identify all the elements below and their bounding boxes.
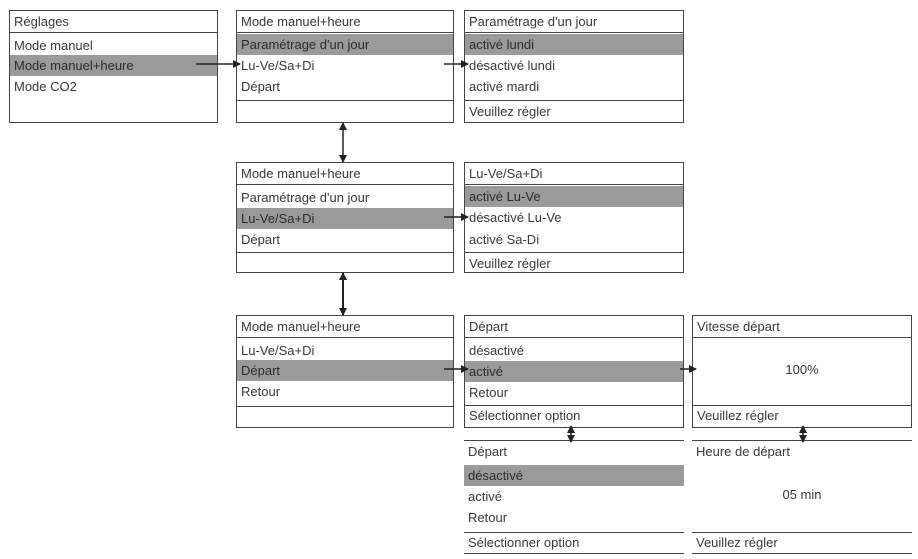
menu-item-week-setup[interactable]: Lu-Ve/Sa+Di xyxy=(237,208,453,229)
time-menu-title: Heure de départ xyxy=(692,440,912,462)
time-menu-footer: Veuillez régler xyxy=(696,535,778,550)
depart-menu-1-divider xyxy=(465,405,683,406)
depart-menu-1-footer: Sélectionner option xyxy=(469,408,581,423)
manual-time-menu-1: Mode manuel+heure Paramétrage d'un jour … xyxy=(236,10,454,123)
menu-item-return[interactable]: Retour xyxy=(241,384,281,399)
day-setup-menu-footer: Veuillez régler xyxy=(469,104,551,119)
menu-item-depart[interactable]: Départ xyxy=(241,79,281,94)
manual-time-menu-3: Mode manuel+heure Lu-Ve/Sa+Di Départ Ret… xyxy=(236,315,454,428)
menu-item-day-setup[interactable]: Paramétrage d'un jour xyxy=(237,34,453,55)
menu-item-manual-mode[interactable]: Mode manuel xyxy=(14,38,93,53)
time-value[interactable]: 05 min xyxy=(782,487,822,502)
menu-item-inactive-monday[interactable]: désactivé lundi xyxy=(469,58,555,73)
manual-time-menu-1-title: Mode manuel+heure xyxy=(237,11,453,33)
menu-item-depart-inactive[interactable]: désactivé xyxy=(469,343,524,358)
speed-menu: Vitesse départ 100% Veuillez régler xyxy=(692,315,912,428)
menu-item-week-setup[interactable]: Lu-Ve/Sa+Di xyxy=(241,58,315,73)
time-menu-divider xyxy=(692,532,912,533)
menu-item-depart[interactable]: Départ xyxy=(237,360,453,381)
menu-item-return[interactable]: Retour xyxy=(469,385,509,400)
time-menu: Heure de départ 05 min Veuillez régler xyxy=(692,440,912,554)
manual-time-menu-3-title: Mode manuel+heure xyxy=(237,316,453,338)
settings-menu-title: Réglages xyxy=(10,11,217,33)
speed-menu-divider xyxy=(693,405,911,406)
depart-menu-2-bottom-border xyxy=(464,553,684,554)
menu-item-co2-mode[interactable]: Mode CO2 xyxy=(14,79,77,94)
menu-item-active-monday[interactable]: activé lundi xyxy=(465,34,683,55)
depart-menu-1-title: Départ xyxy=(465,316,683,338)
settings-menu: Réglages Mode manuel Mode manuel+heure M… xyxy=(9,10,218,123)
menu-item-week-setup[interactable]: Lu-Ve/Sa+Di xyxy=(241,343,315,358)
menu-item-manual-time-mode[interactable]: Mode manuel+heure xyxy=(10,55,217,76)
speed-value[interactable]: 100% xyxy=(785,362,819,377)
manual-time-menu-2: Mode manuel+heure Paramétrage d'un jour … xyxy=(236,162,454,273)
week-setup-menu: Lu-Ve/Sa+Di activé Lu-Ve désactivé Lu-Ve… xyxy=(464,162,684,273)
menu-item-active-sat-sun[interactable]: activé Sa-Di xyxy=(469,232,540,247)
manual-time-menu-3-divider xyxy=(237,406,453,407)
week-setup-menu-divider xyxy=(465,252,683,253)
day-setup-menu-divider xyxy=(465,100,683,101)
menu-item-active-tuesday[interactable]: activé mardi xyxy=(469,79,540,94)
speed-menu-footer: Veuillez régler xyxy=(697,408,779,423)
menu-item-return[interactable]: Retour xyxy=(468,510,508,525)
depart-menu-1: Départ désactivé activé Retour Sélection… xyxy=(464,315,684,428)
manual-time-menu-2-title: Mode manuel+heure xyxy=(237,163,453,185)
depart-menu-2-divider xyxy=(464,532,684,533)
depart-menu-2: Départ désactivé activé Retour Sélection… xyxy=(464,440,684,554)
speed-menu-title: Vitesse départ xyxy=(693,316,911,338)
manual-time-menu-1-divider xyxy=(237,100,453,101)
menu-item-day-setup[interactable]: Paramétrage d'un jour xyxy=(241,190,370,205)
day-setup-menu: Paramétrage d'un jour activé lundi désac… xyxy=(464,10,684,123)
menu-item-depart-inactive[interactable]: désactivé xyxy=(464,465,684,486)
menu-item-active-mon-fri[interactable]: activé Lu-Ve xyxy=(465,186,683,207)
depart-menu-2-title: Départ xyxy=(464,440,684,462)
menu-item-depart[interactable]: Départ xyxy=(241,232,281,247)
menu-item-inactive-mon-fri[interactable]: désactivé Lu-Ve xyxy=(469,210,562,225)
time-menu-bottom-border xyxy=(692,553,912,554)
week-setup-menu-footer: Veuillez régler xyxy=(469,256,551,271)
menu-item-depart-active[interactable]: activé xyxy=(468,489,502,504)
week-setup-menu-title: Lu-Ve/Sa+Di xyxy=(465,163,683,185)
depart-menu-2-footer: Sélectionner option xyxy=(468,535,580,550)
day-setup-menu-title: Paramétrage d'un jour xyxy=(465,11,683,33)
menu-item-depart-active[interactable]: activé xyxy=(465,361,683,382)
manual-time-menu-2-divider xyxy=(237,252,453,253)
